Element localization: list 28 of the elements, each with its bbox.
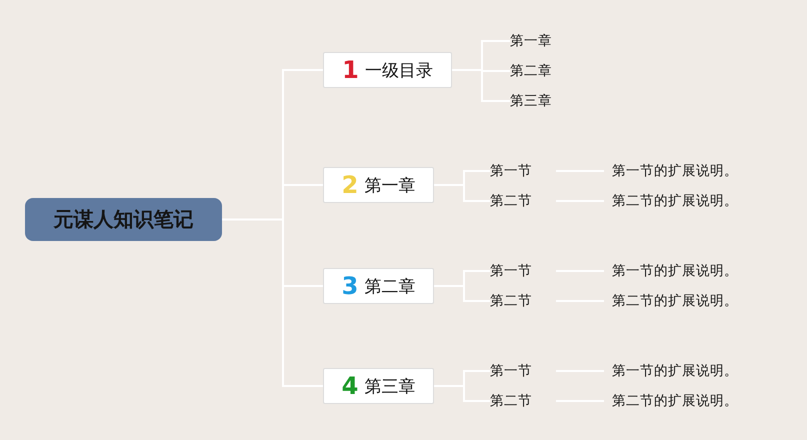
- subtopic-label: 第一节的扩展说明。: [612, 161, 748, 181]
- subtopic-label: 第一节: [490, 261, 542, 281]
- topic-label: 第三章: [364, 376, 416, 398]
- subtopic-label: 第二节: [490, 391, 542, 411]
- central-topic-box: 元谋人知识笔记: [25, 198, 222, 241]
- topic-box: [323, 268, 434, 304]
- subtopic-label: 第二节: [490, 191, 542, 211]
- subtopic-label: 第二节的扩展说明。: [612, 391, 748, 411]
- subtopic-label: 第二章: [510, 61, 556, 81]
- number-label: 3: [342, 274, 358, 298]
- topic-box: [323, 167, 434, 203]
- topic-box: [323, 52, 452, 88]
- number-label: 1: [342, 58, 359, 82]
- subtopic-label: 第二节: [490, 291, 542, 311]
- topic-label: 第一章: [364, 174, 416, 196]
- number-label: 2: [342, 173, 358, 197]
- subtopic-label: 第一节的扩展说明。: [612, 261, 748, 281]
- topic-label: 一级目录: [364, 60, 433, 82]
- subtopic-label: 第二节的扩展说明。: [612, 291, 748, 311]
- subtopic-label: 第三章: [510, 91, 556, 111]
- subtopic-label: 第一节的扩展说明。: [612, 361, 748, 381]
- topic-label: 第二章: [364, 276, 416, 298]
- subtopic-label: 第一节: [490, 361, 542, 381]
- number-label: 4: [342, 374, 358, 398]
- subtopic-label: 第二节的扩展说明。: [612, 191, 748, 211]
- topic-box: [323, 368, 434, 404]
- subtopic-label: 第一章: [510, 31, 556, 51]
- subtopic-label: 第一节: [490, 161, 542, 181]
